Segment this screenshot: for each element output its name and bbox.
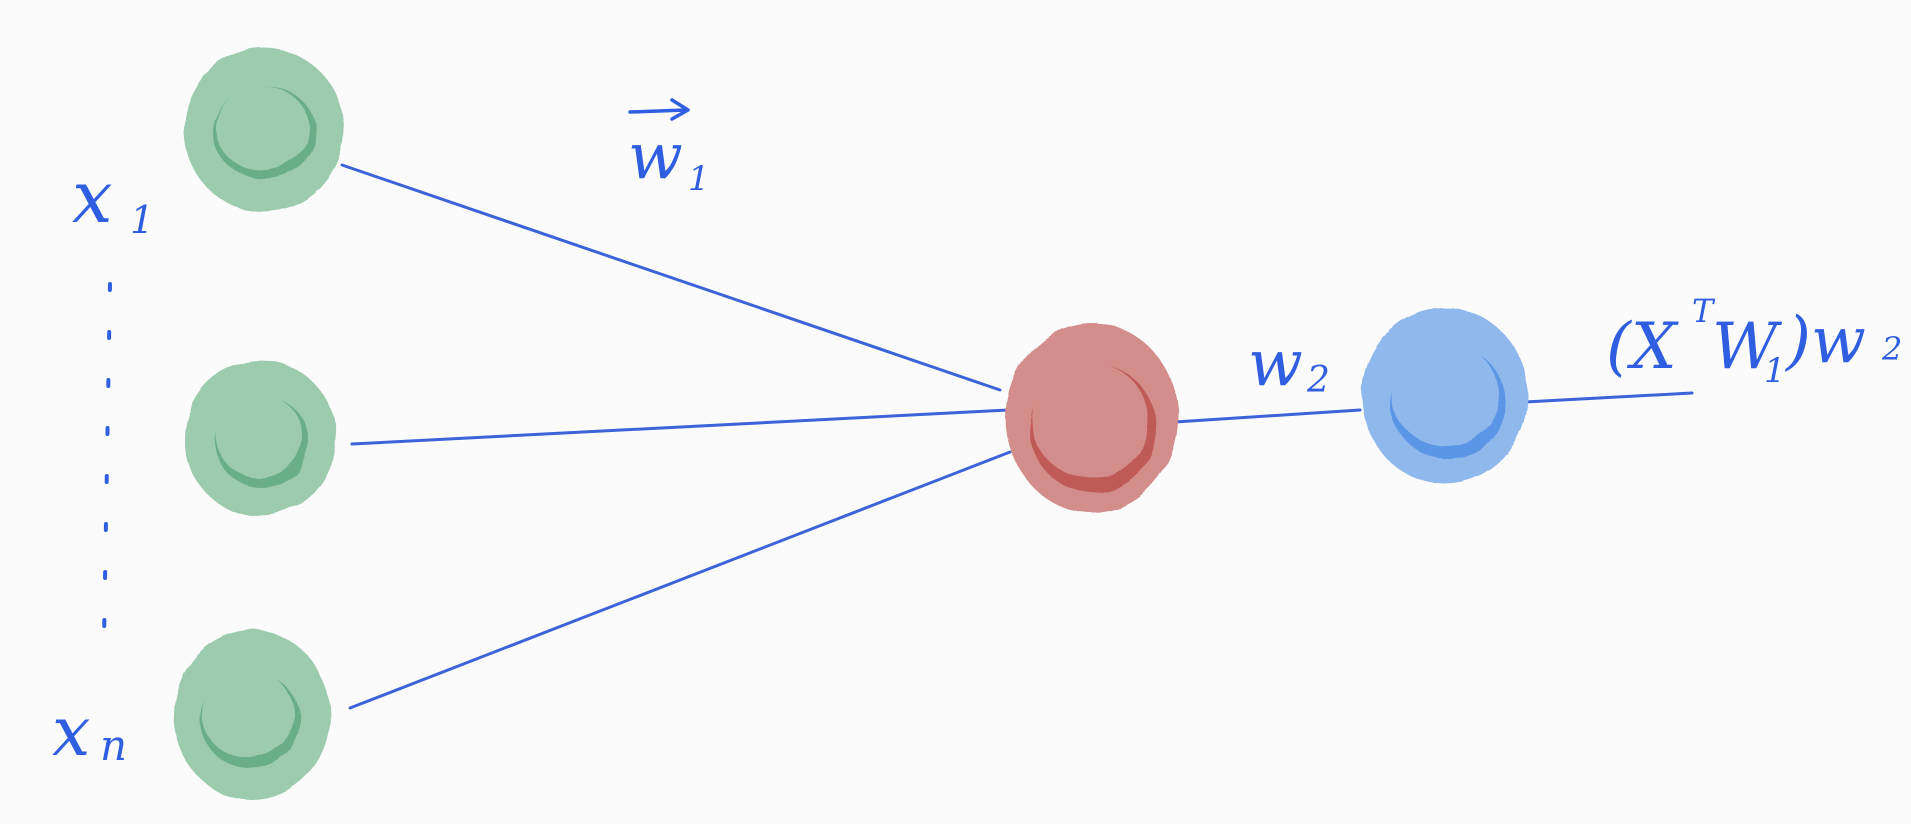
output-node — [1362, 308, 1528, 484]
input-node-1 — [184, 48, 344, 212]
svg-text:(X: (X — [1606, 310, 1679, 384]
svg-text:1: 1 — [688, 159, 710, 199]
input-ellipsis — [102, 282, 112, 642]
svg-text:x: x — [72, 155, 113, 239]
label-output-expression: (X T W 1 )w 2 — [1606, 292, 1902, 391]
input-node-2 — [184, 360, 336, 516]
svg-text:W: W — [1712, 310, 1783, 384]
label-x1: x 1 — [72, 155, 154, 242]
svg-text:1: 1 — [1764, 351, 1786, 391]
edge-input1-hidden — [340, 163, 1002, 392]
svg-text:x: x — [52, 693, 90, 772]
label-w1-vector: w 1 — [628, 98, 710, 199]
vector-arrow-icon — [628, 108, 688, 114]
edges — [340, 163, 1694, 710]
edge-inputn-hidden — [348, 450, 1012, 710]
vector-arrowhead-icon — [670, 98, 690, 121]
edge-input2-hidden — [350, 408, 1010, 446]
edge-output-out — [1523, 391, 1694, 404]
svg-text:2: 2 — [1881, 330, 1902, 368]
svg-text:2: 2 — [1306, 360, 1330, 401]
svg-text:w: w — [628, 120, 683, 194]
svg-text:n: n — [100, 721, 127, 770]
svg-text:1: 1 — [130, 198, 154, 242]
label-w2: w 2 — [1248, 327, 1330, 401]
svg-text:)w: )w — [1784, 304, 1866, 378]
svg-text:w: w — [1248, 327, 1303, 401]
input-node-n — [174, 630, 330, 800]
edge-hidden-output — [1173, 408, 1362, 424]
hidden-node — [1006, 323, 1178, 513]
svg-text:T: T — [1692, 292, 1716, 330]
label-xn: x n — [52, 693, 127, 772]
